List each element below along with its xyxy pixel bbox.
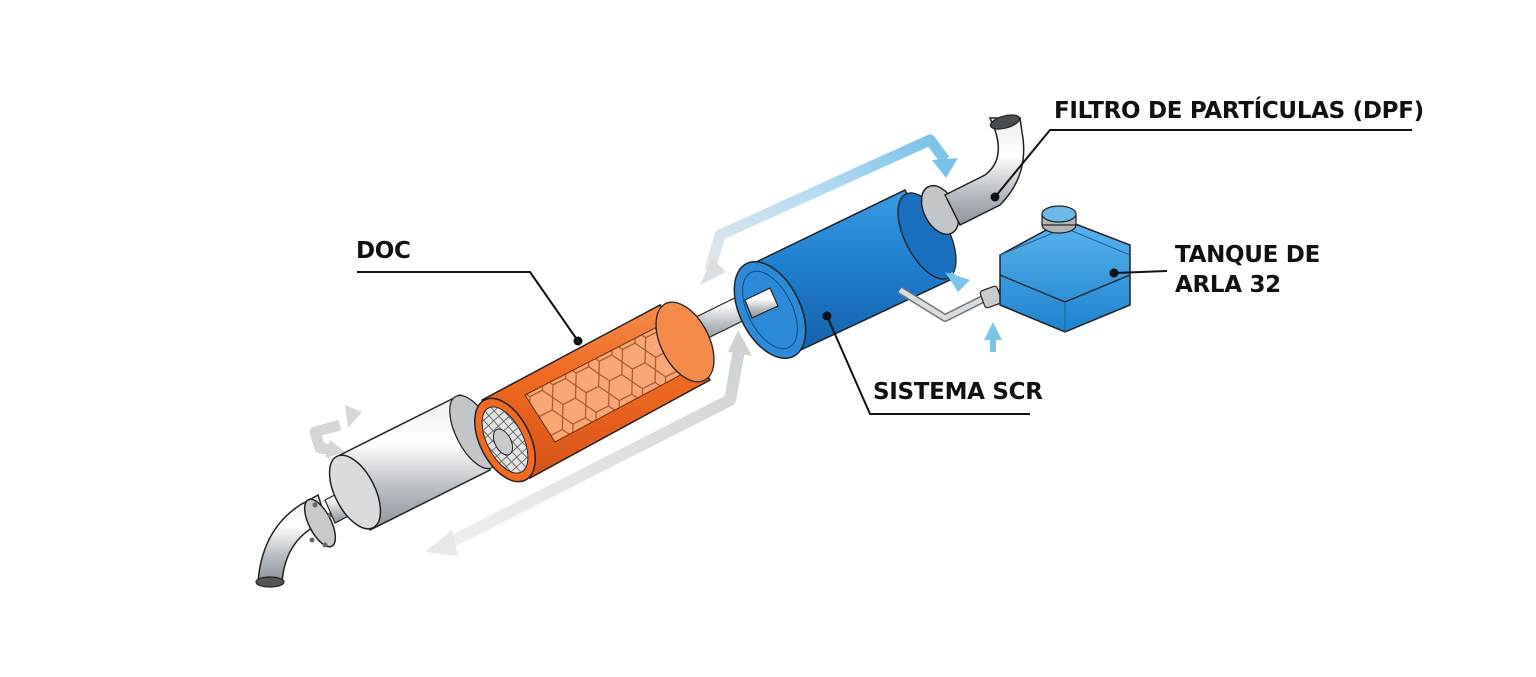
tailpipe — [920, 114, 1025, 236]
doc-catalyst — [474, 301, 715, 483]
arla32-tank — [999, 205, 1131, 333]
leader-lines — [357, 129, 1412, 415]
tank-leader — [1113, 270, 1168, 274]
flow-arrow-top — [700, 134, 958, 285]
dpf-label: FILTRO DE PARTÍCULAS (DPF) — [1054, 98, 1424, 124]
dpf-leader — [994, 129, 1412, 198]
tank-label-line2: ARLA 32 — [1175, 272, 1281, 298]
doc-label: DOC — [356, 238, 411, 264]
flow-arrow-inlet — [309, 405, 362, 458]
urea-line — [897, 271, 1007, 352]
scr-label: SISTEMA SCR — [873, 379, 1043, 405]
doc-leader — [357, 271, 579, 342]
dpf-canister — [328, 393, 499, 532]
flow-arrow-return — [425, 330, 752, 556]
scr-leader — [826, 315, 1030, 415]
scr-canister — [733, 189, 957, 360]
tank-label-line1: TANQUE DE — [1175, 242, 1321, 268]
